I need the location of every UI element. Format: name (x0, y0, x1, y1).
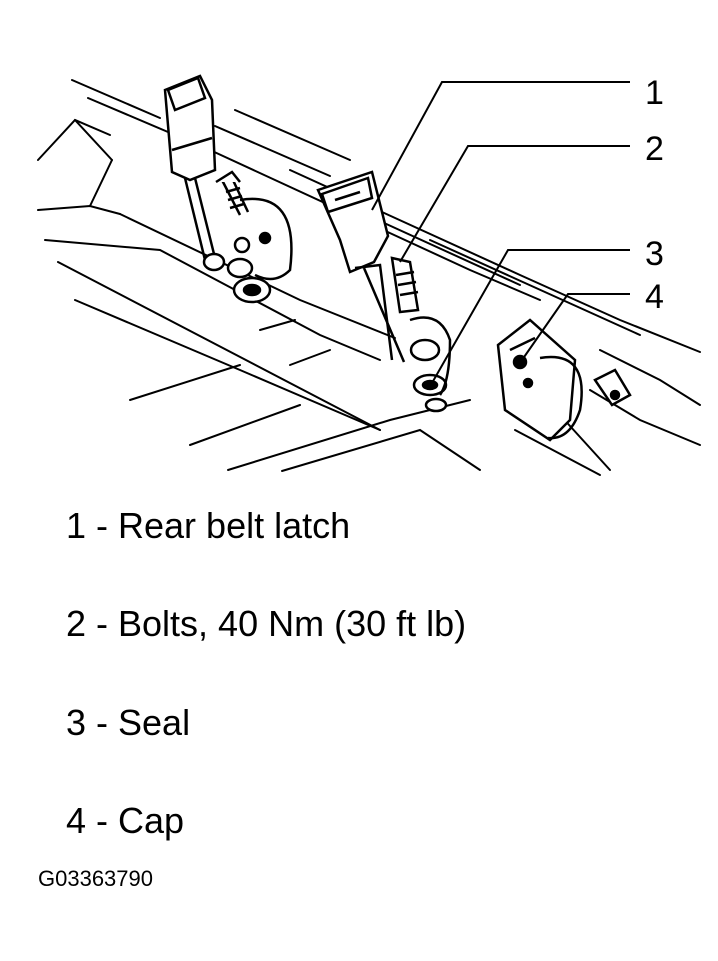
left-belt-latch (163, 74, 293, 304)
callout-1: 1 (645, 74, 664, 112)
cap-bracket (496, 318, 632, 442)
legend-item-seal: 3 - Seal (66, 702, 191, 743)
figure-code: G03363790 (38, 866, 153, 891)
callout-3: 3 (645, 235, 664, 273)
rear-belt-latch (316, 170, 452, 413)
seat-belt-diagram: 1 2 3 4 (37, 74, 701, 476)
leader-lines (371, 81, 630, 384)
legend-item-bolts: 2 - Bolts, 40 Nm (30 ft lb) (66, 603, 467, 644)
callout-2: 2 (645, 130, 664, 168)
legend-item-cap: 4 - Cap (66, 800, 185, 841)
legend-item-rear-belt-latch: 1 - Rear belt latch (66, 505, 351, 546)
callout-4: 4 (645, 278, 664, 316)
